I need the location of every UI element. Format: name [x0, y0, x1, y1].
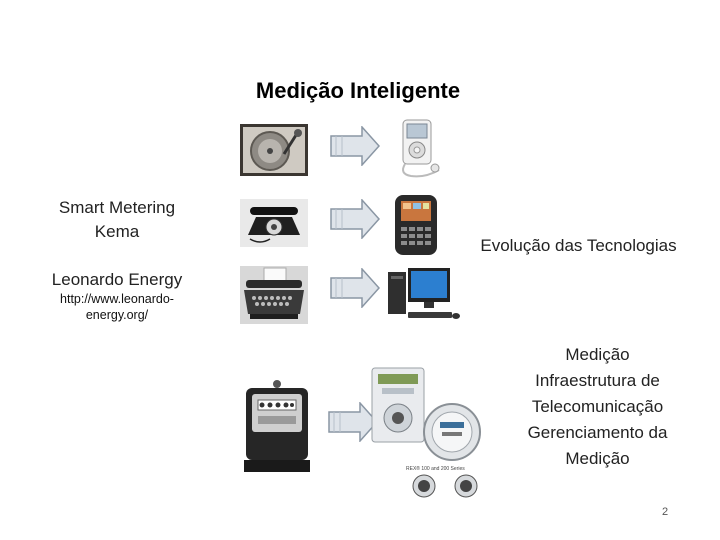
credit-leonardo-energy: Leonardo Energy [51, 270, 183, 289]
credit-url-line-2[interactable]: energy.org/ [85, 308, 149, 322]
metering-line: Telecomunicação [531, 397, 664, 416]
arrow-right-icon [330, 199, 380, 239]
credit-url[interactable]: http://www.leonardo- energy.org/ [42, 291, 192, 323]
metering-line: Medição [565, 345, 630, 364]
credit-block: Smart Metering Kema [42, 196, 192, 244]
page-number: 2 [662, 506, 669, 518]
credit-line-kema: Kema [94, 222, 140, 241]
evolution-label: Evolução das Tecnologias [480, 236, 677, 255]
svg-text:REX® 100 and 200 Series: REX® 100 and 200 Series [406, 465, 465, 472]
slide-title: Medição Inteligente [0, 78, 720, 104]
arrow-right-icon [328, 402, 378, 442]
ipod-photo [402, 119, 440, 178]
typewriter-photo [240, 266, 308, 324]
desktop-computer-photo [388, 268, 460, 319]
arrow-right-icon [330, 268, 380, 308]
metering-line: Gerenciamento da [527, 423, 668, 442]
metering-line: Infraestrutura de [535, 371, 660, 390]
arrow-right-icon [330, 126, 380, 166]
metering-line: Medição [565, 449, 630, 468]
rotary-phone-photo [240, 199, 308, 247]
credit-url-line-1[interactable]: http://www.leonardo- [60, 292, 174, 306]
metering-text-block: Medição Infraestrutura de Telecomunicaçã… [505, 342, 690, 472]
analog-meter-photo [244, 380, 310, 472]
slide-title-text: Medição Inteligente [255, 78, 461, 103]
turntable-photo [240, 124, 308, 176]
blackberry-photo [395, 195, 437, 255]
smart-meters-photo: REX® 100 and 200 Series [371, 367, 481, 498]
credit-line-smart-metering: Smart Metering [58, 198, 176, 217]
